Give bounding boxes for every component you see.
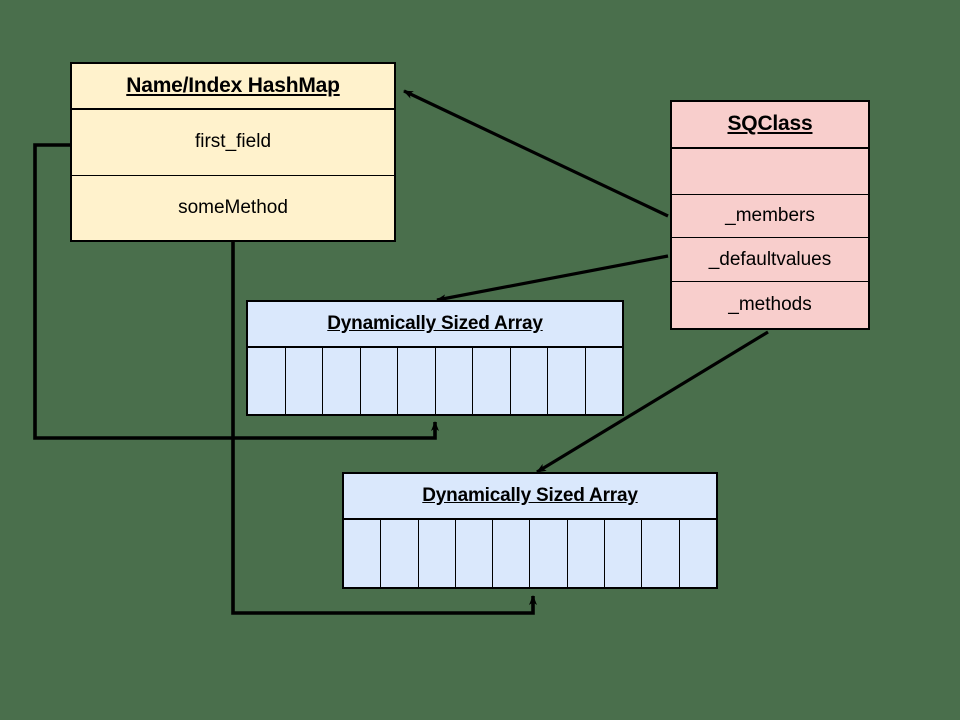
- sqclass-row-empty[interactable]: [672, 149, 868, 195]
- array-cell[interactable]: [285, 348, 323, 414]
- dynamic-array-cells-2: [344, 520, 716, 587]
- hashmap-title: Name/Index HashMap: [72, 64, 394, 110]
- array-cell[interactable]: [360, 348, 398, 414]
- array-cell[interactable]: [642, 520, 680, 587]
- array-cell[interactable]: [344, 520, 382, 587]
- hashmap-node[interactable]: Name/Index HashMap first_field someMetho…: [70, 62, 396, 242]
- array-cell[interactable]: [473, 348, 511, 414]
- array-cell[interactable]: [455, 520, 494, 587]
- hashmap-row-some-method[interactable]: someMethod: [178, 196, 288, 218]
- array-cell[interactable]: [585, 348, 622, 414]
- dynamic-array-title-1: Dynamically Sized Array: [248, 302, 622, 348]
- array-cell[interactable]: [567, 520, 606, 587]
- array-cell[interactable]: [679, 520, 716, 587]
- array-cell[interactable]: [510, 348, 548, 414]
- array-cell[interactable]: [530, 520, 568, 587]
- array-cell[interactable]: [398, 348, 436, 414]
- sqclass-row-defaultvalues[interactable]: _defaultvalues: [672, 238, 868, 283]
- dynamic-array-title-2: Dynamically Sized Array: [344, 474, 716, 520]
- array-cell[interactable]: [381, 520, 419, 587]
- dynamic-array-node-1[interactable]: Dynamically Sized Array: [246, 300, 624, 416]
- array-cell[interactable]: [435, 348, 473, 414]
- array-cell[interactable]: [418, 520, 456, 587]
- array-cell[interactable]: [605, 520, 643, 587]
- dynamic-array-cells-1: [248, 348, 622, 414]
- array-cell[interactable]: [323, 348, 361, 414]
- sqclass-row-members[interactable]: _members: [672, 195, 868, 239]
- array-cell[interactable]: [248, 348, 286, 414]
- sqclass-node[interactable]: SQClass _members _defaultvalues _methods: [670, 100, 870, 330]
- sqclass-row-methods[interactable]: _methods: [728, 294, 812, 316]
- array-cell[interactable]: [548, 348, 586, 414]
- array-cell[interactable]: [493, 520, 531, 587]
- edge-members-to-hashmap: [403, 89, 669, 218]
- dynamic-array-node-2[interactable]: Dynamically Sized Array: [342, 472, 718, 589]
- hashmap-row-first-field[interactable]: first_field: [72, 110, 394, 176]
- sqclass-title: SQClass: [672, 102, 868, 149]
- edge-defaultvalues-to-array1: [436, 254, 669, 303]
